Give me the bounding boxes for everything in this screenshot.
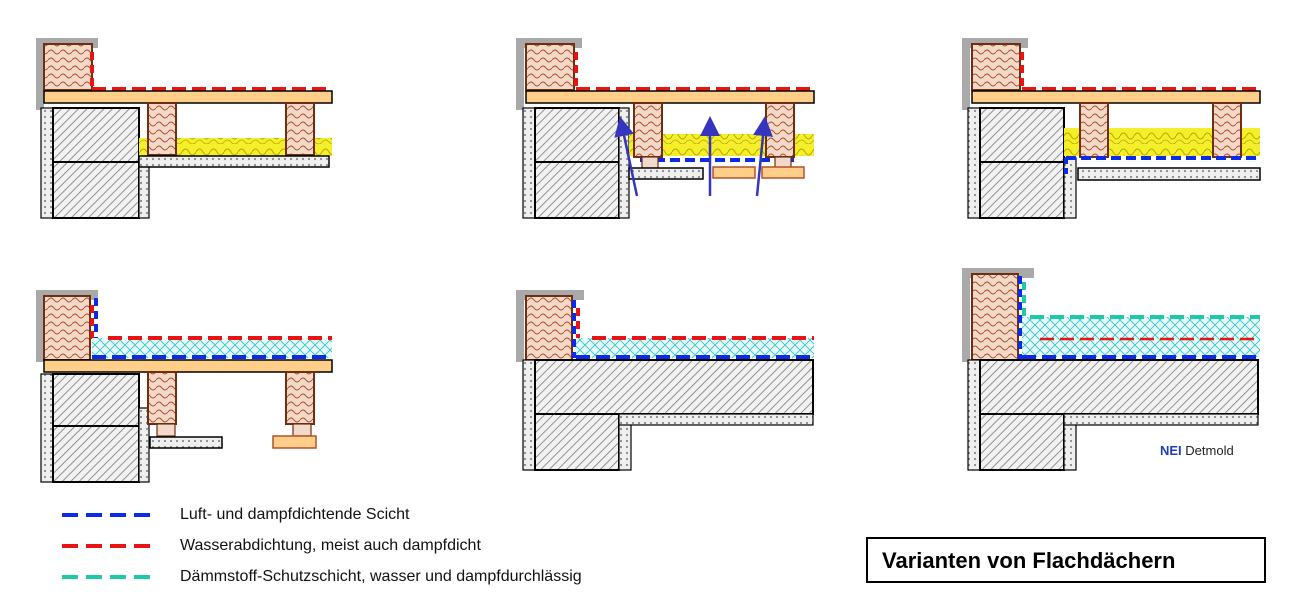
parapet-timber [525, 43, 575, 91]
parapet-timber [971, 273, 1019, 361]
joist-1 [633, 102, 663, 158]
joist-1 [1079, 102, 1109, 158]
masonry-lower [534, 413, 620, 471]
roof-deck [525, 90, 815, 104]
ceiling-board [149, 436, 223, 449]
masonry-upper [52, 373, 140, 427]
parapet-timber [525, 295, 573, 361]
ventilation-arrow-3 [753, 116, 773, 197]
batten-2 [292, 423, 312, 437]
wall-render [40, 107, 54, 219]
ventilation-arrow-1 [614, 116, 639, 197]
ceiling-board [138, 155, 330, 168]
legend-label-protection: Dämmstoff-Schutzschicht, wasser und damp… [180, 568, 582, 585]
parapet-cap [516, 290, 584, 362]
joist-2 [1212, 102, 1242, 158]
variant-2 [516, 38, 815, 219]
roof-deck [971, 90, 1261, 104]
concrete-slab [979, 359, 1259, 415]
rigid-insulation [1022, 317, 1260, 357]
wall-render [40, 373, 54, 483]
rigid-insulation [92, 338, 332, 358]
joist-2 [765, 102, 795, 158]
masonry-lower [534, 161, 620, 219]
credit-org: NEI [1160, 443, 1182, 458]
roof-deck [43, 359, 333, 373]
masonry-lower [52, 161, 140, 219]
variant-5 [516, 290, 814, 471]
counter-batten-1 [712, 166, 756, 179]
variant-6 [962, 268, 1260, 471]
masonry-lower [979, 161, 1065, 219]
ceiling-plaster [618, 413, 814, 426]
ceiling-plaster [1063, 413, 1259, 426]
wall-render [967, 107, 981, 219]
masonry-upper [52, 107, 140, 163]
batten-1 [156, 423, 176, 437]
legend-label-waterproofing: Wasserabdichtung, meist auch dampfdicht [180, 537, 481, 554]
joist-2 [285, 102, 315, 156]
wall-plaster [1063, 157, 1077, 219]
variant-1 [36, 38, 333, 219]
ceiling-board [628, 167, 704, 180]
masonry-lower [979, 413, 1065, 471]
wall-render [522, 359, 536, 471]
joist-1 [147, 371, 177, 425]
concrete-slab [534, 359, 814, 415]
joist-1 [147, 102, 177, 156]
roof-deck [43, 90, 333, 104]
parapet-cap [962, 268, 1034, 362]
masonry-lower [52, 425, 140, 483]
parapet-timber [971, 43, 1021, 91]
joist-2 [285, 371, 315, 425]
variant-3 [962, 38, 1261, 219]
diagram-title: Varianten von Flachdächern [882, 548, 1176, 573]
wall-plaster [138, 407, 150, 483]
masonry-upper [979, 107, 1065, 163]
masonry-upper [534, 107, 620, 163]
batten-1 [641, 156, 659, 170]
parapet-timber [43, 295, 91, 361]
parapet-cap [36, 290, 98, 362]
legend-label-air-vapour: Luft- und dampfdichtende Scicht [180, 506, 410, 523]
wall-plaster [618, 107, 630, 219]
counter-batten-2 [761, 166, 805, 179]
parapet-cap [962, 38, 1028, 110]
parapet-cap [516, 38, 582, 110]
title-box: Varianten von Flachdächern [866, 537, 1266, 583]
counter-batten [272, 435, 317, 449]
ceiling-board [1077, 167, 1261, 181]
credit-place: Detmold [1185, 443, 1234, 458]
credit: NEI Detmold [1160, 443, 1234, 458]
mineral-insulation [139, 138, 332, 156]
rigid-insulation [576, 338, 814, 358]
wall-render [522, 107, 536, 219]
variant-4 [36, 290, 333, 483]
wall-render [967, 359, 981, 471]
parapet-timber [43, 43, 93, 91]
